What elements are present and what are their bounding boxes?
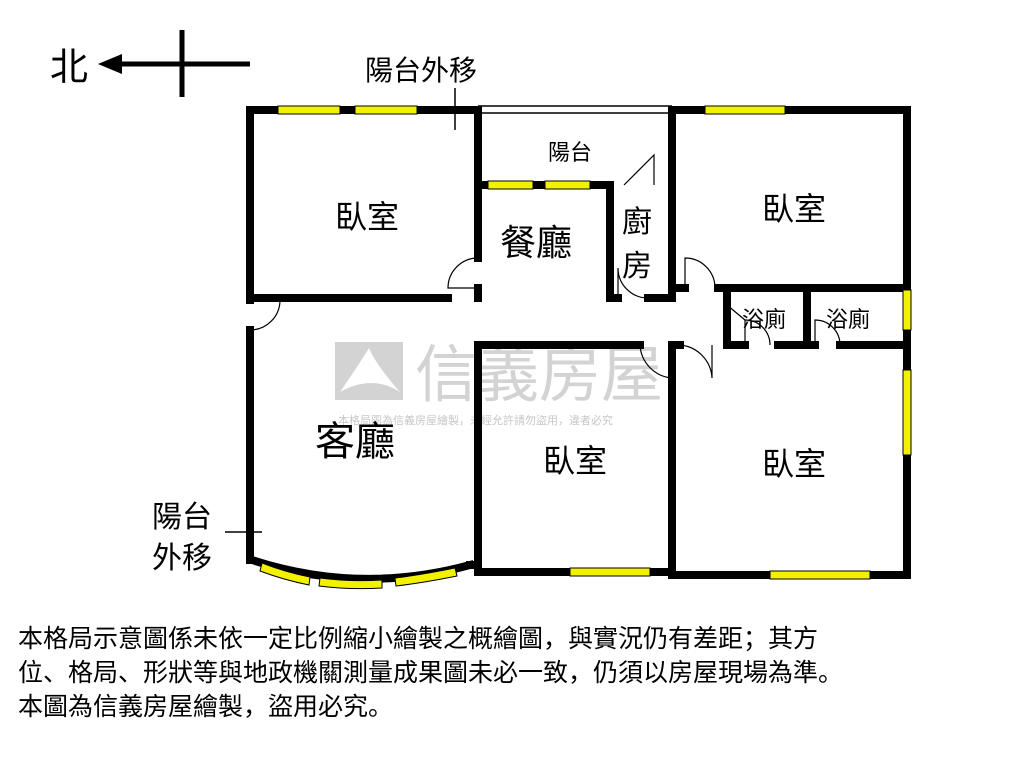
label-bath-1: 浴廁 (742, 308, 786, 333)
label-balcony: 陽台 (548, 141, 592, 166)
disclaimer: 本格局示意圖係未依一定比例縮小繪製之概繪圖，與實況仍有差距；其方 位、格局、形狀… (18, 622, 1018, 724)
room-labels: 陽台外移 陽台 臥室 餐廳 廚 房 臥室 浴廁 浴廁 客廳 臥室 臥室 陽台 外… (152, 54, 870, 576)
label-bedroom-bottom-mid: 臥室 (543, 442, 607, 480)
label-living: 客廳 (315, 419, 395, 465)
north-label: 北 (50, 45, 88, 89)
label-kitchen-2: 房 (622, 249, 652, 284)
watermark-brand: 信義房屋 (415, 338, 663, 411)
label-bedroom-bottom-right: 臥室 (762, 445, 826, 483)
watermark: 信義房屋 本格局圖為信義房屋繪製，未經允許請勿盜用，違者必究 (335, 338, 663, 427)
label-dining: 餐廳 (500, 223, 572, 264)
label-balcony-moved-left-2: 外移 (152, 541, 212, 576)
label-bedroom-top-left: 臥室 (335, 198, 399, 236)
windows (259, 105, 912, 590)
label-kitchen-1: 廚 (622, 205, 652, 240)
disclaimer-line: 本格局示意圖係未依一定比例縮小繪製之概繪圖，與實況仍有差距；其方 (18, 624, 819, 653)
label-bedroom-top-right: 臥室 (762, 190, 826, 228)
label-bath-2: 浴廁 (826, 308, 870, 333)
doors (249, 153, 841, 379)
label-balcony-moved-top: 陽台外移 (365, 54, 477, 87)
disclaimer-line: 本圖為信義房屋繪製，盜用必究。 (18, 692, 394, 721)
disclaimer-line: 位、格局、形狀等與地政機關測量成果圖未必一致，仍須以房屋現場為準。 (18, 658, 844, 687)
balcony-outline (454, 88, 672, 130)
north-arrow-icon (98, 30, 250, 97)
label-balcony-moved-left-1: 陽台 (152, 500, 212, 535)
